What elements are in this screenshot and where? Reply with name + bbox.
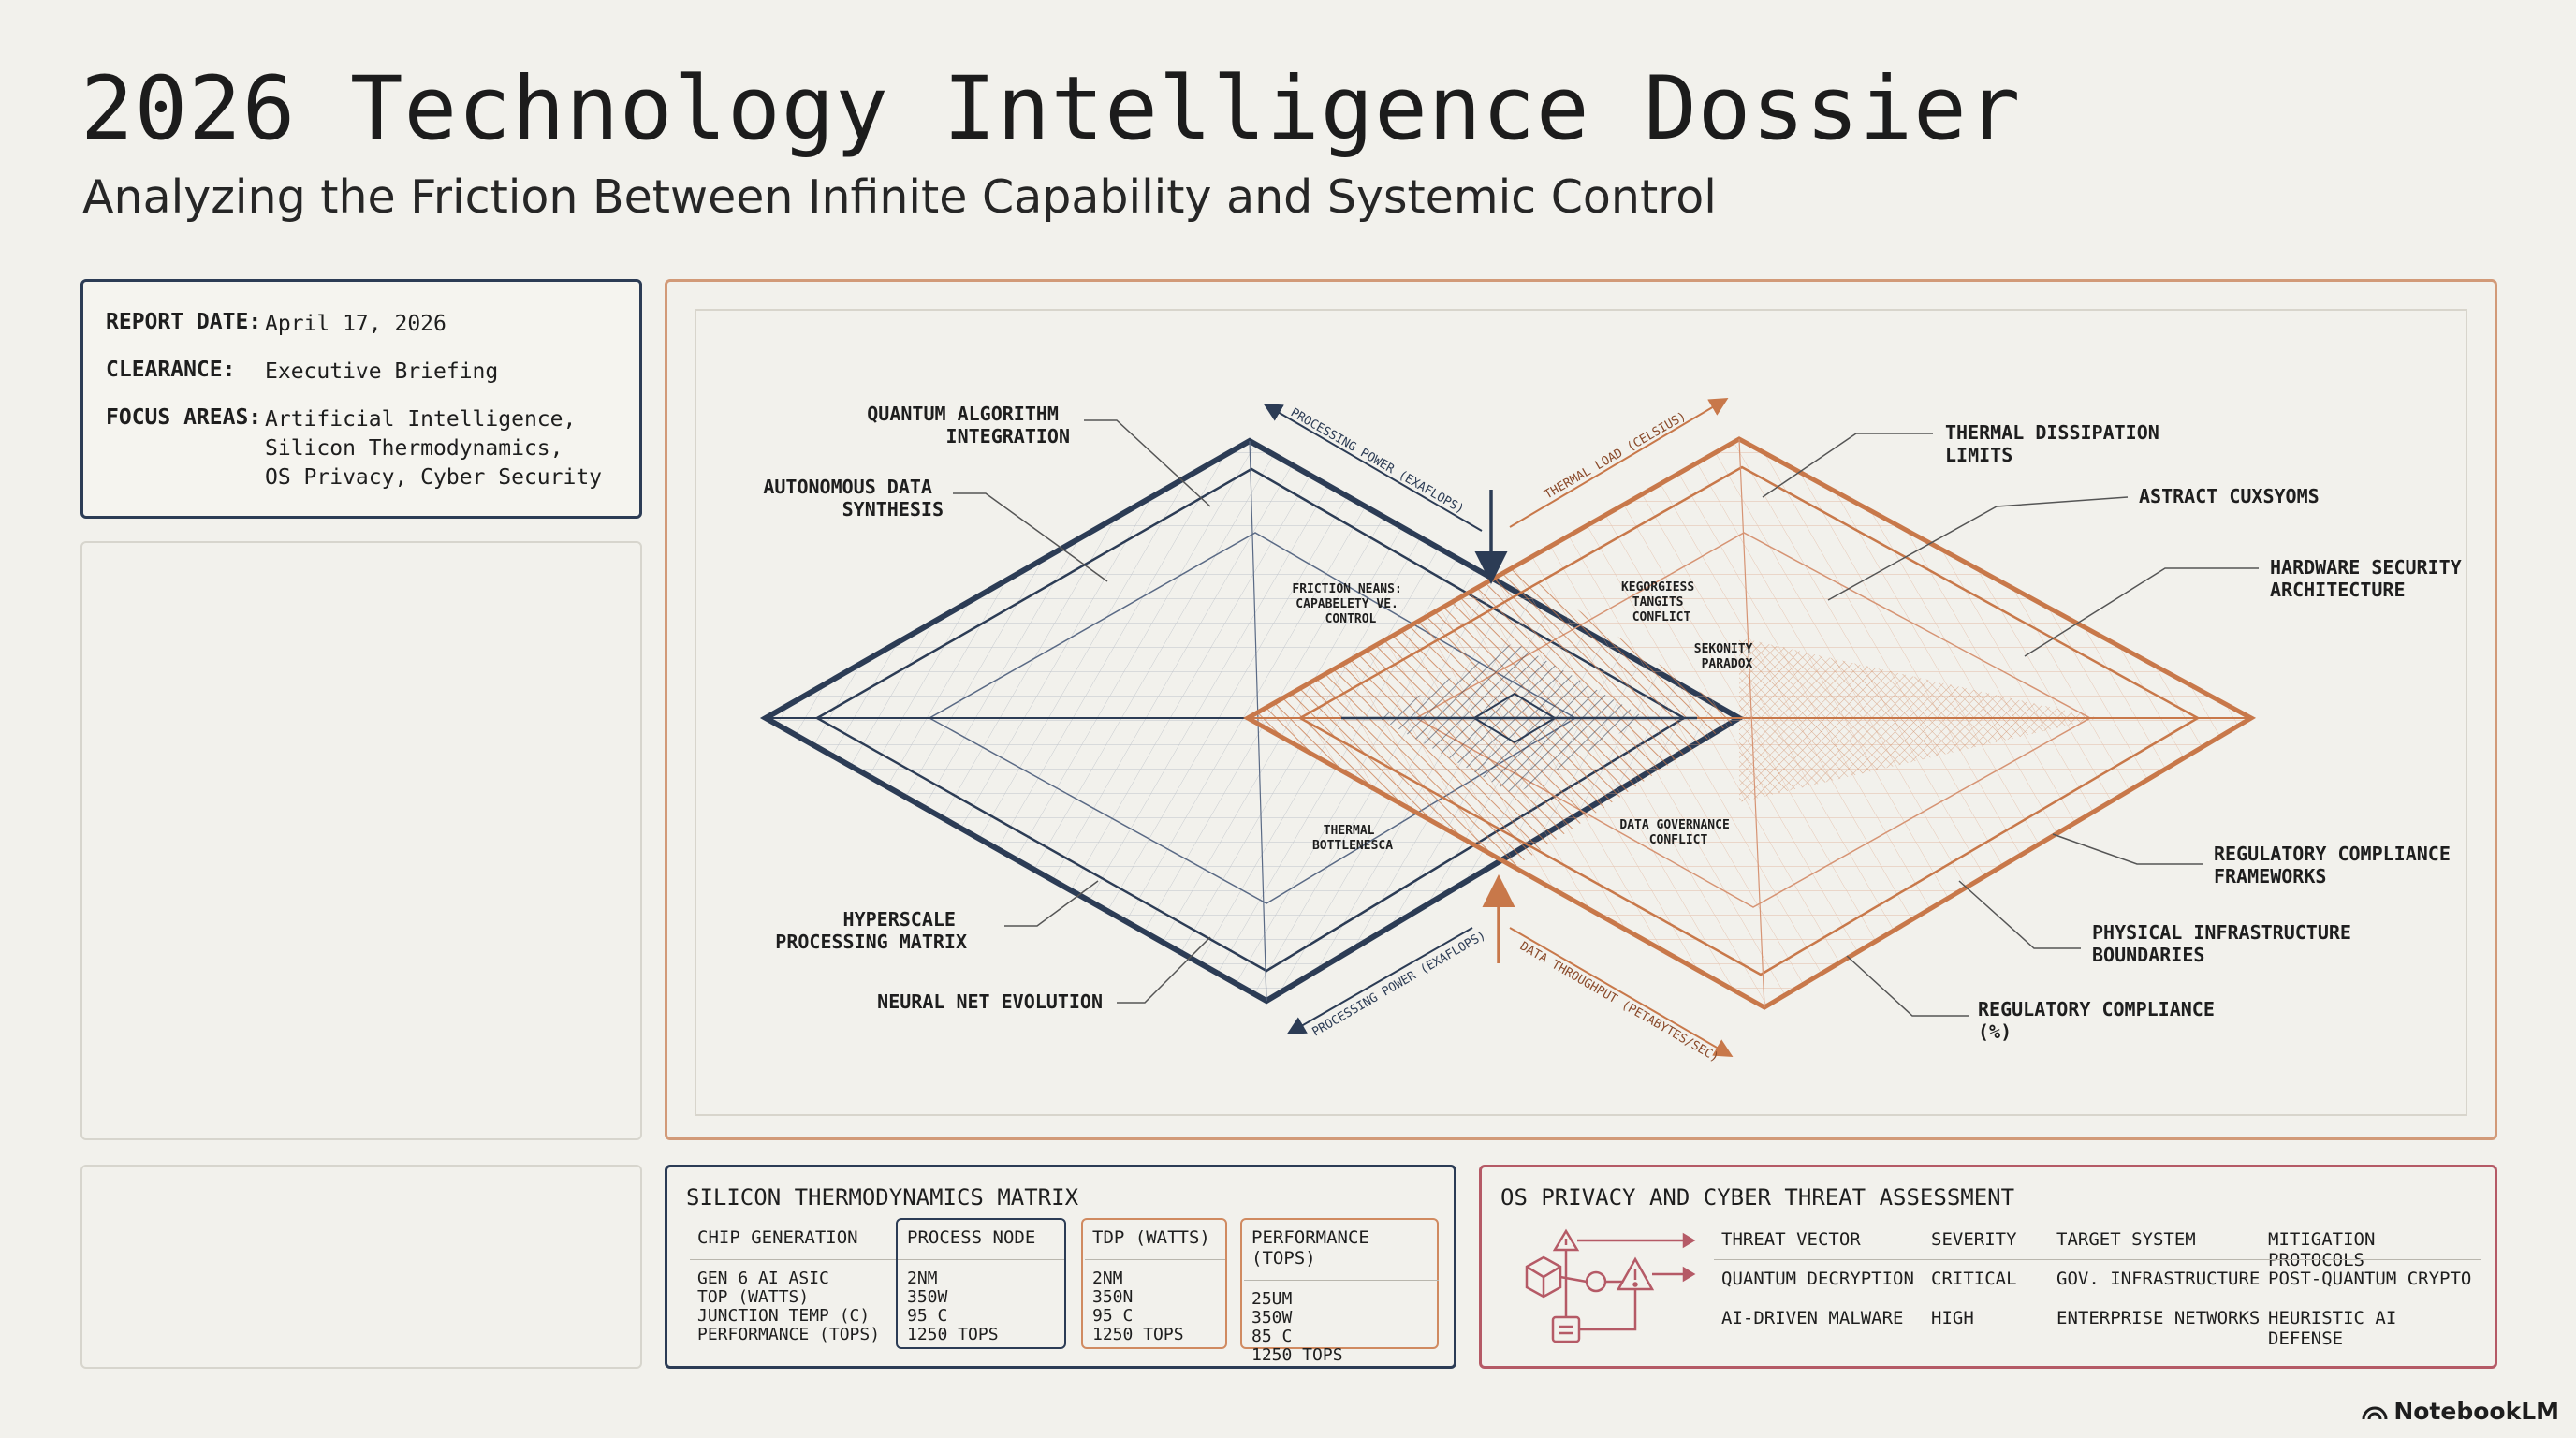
threat-col-header: SEVERITY: [1931, 1229, 2017, 1250]
thermo-cell: 95 C: [1092, 1306, 1134, 1326]
friction-diagram: PROCESSING POWER (EXAFLOPS) THERMAL LOAD…: [695, 309, 2473, 1116]
thermo-cell: 350W: [907, 1287, 948, 1307]
thermo-cell: 85 C: [1251, 1327, 1293, 1346]
notebooklm-brand: NotebookLM: [2362, 1398, 2559, 1425]
clearance-label: CLEARANCE:: [106, 358, 236, 382]
friction-overlap-zone: [1248, 567, 1739, 867]
focus-areas-label: FOCUS AREAS:: [106, 405, 262, 430]
thermo-cell: PERFORMANCE (TOPS): [697, 1325, 881, 1344]
label-thermal-bottleneck: THERMAL BOTTLENESCA: [1312, 824, 1393, 853]
threat-network-icon: [1525, 1228, 1696, 1343]
threat-cell: HIGH: [1931, 1308, 1974, 1328]
report-date-label: REPORT DATE:: [106, 310, 262, 334]
threat-col-header: THREAT VECTOR: [1721, 1229, 1861, 1250]
thermo-column-header: PERFORMANCE (TOPS): [1251, 1227, 1369, 1269]
label-physical-infrastructure: PHYSICAL INFRASTRUCTURE BOUNDARIES: [2092, 921, 2363, 966]
focus-area-item: OS Privacy, Cyber Security: [265, 465, 603, 490]
page-title: 2026 Technology Intelligence Dossier: [80, 58, 2022, 160]
threat-cell: POST-QUANTUM CRYPTO: [2268, 1269, 2472, 1289]
threat-title: OS PRIVACY AND CYBER THREAT ASSESSMENT: [1500, 1184, 2015, 1211]
thermo-cell: 350W: [1251, 1308, 1293, 1328]
thermo-column-box: [1081, 1218, 1227, 1349]
thermo-column-box: [1240, 1218, 1439, 1349]
report-date-row: REPORT DATE: April 17, 2026: [106, 310, 446, 339]
thermo-cell: 2NM: [907, 1269, 938, 1288]
threat-col-header: MITIGATION PROTOCOLS: [2268, 1229, 2376, 1270]
thermo-column-header: CHIP GENERATION: [697, 1227, 858, 1248]
inner-frame: [695, 309, 2467, 1116]
label-friction-means: FRICTION NEANS: CAPABELETY VE. CONTROL: [1292, 582, 1409, 626]
threat-col-header: TARGET SYSTEM: [2056, 1229, 2196, 1250]
thermo-cell: TOP (WATTS): [697, 1287, 810, 1307]
page-subtitle: Analyzing the Friction Between Infinite …: [82, 170, 1717, 224]
label-sekonity-paradox: SEKONITY PARADOX: [1694, 642, 1760, 671]
label-astract: ASTRACT CUXSYOMS: [2139, 485, 2320, 507]
report-date-value: April 17, 2026: [265, 312, 446, 336]
threat-cell: GOV. INFRASTRUCTURE: [2056, 1269, 2261, 1289]
report-info-panel: REPORT DATE: April 17, 2026 CLEARANCE: E…: [80, 279, 642, 519]
label-kegorgiess: KEGORGIESS TANGITS CONFLICT: [1621, 580, 1702, 624]
thermo-cell: 350N: [1092, 1287, 1134, 1307]
label-hardware-security: HARDWARE SECURITY ARCHITECTURE: [2270, 556, 2473, 601]
threat-header-row: THREAT VECTOR SEVERITY TARGET SYSTEM MIT…: [1721, 1229, 2481, 1270]
thermo-column: PERFORMANCE (TOPS) 25UM 350W 85 C 1250 T…: [1244, 1227, 1439, 1365]
thermo-cell: 2NM: [1092, 1269, 1123, 1288]
table-row: AI-DRIVEN MALWARE HIGH ENTERPRISE NETWOR…: [1721, 1308, 2481, 1349]
label-autonomous-data: AUTONOMOUS DATA SYNTHESIS: [763, 476, 944, 521]
silicon-thermodynamics-panel: SILICON THERMODYNAMICS MATRIX CHIP GENER…: [665, 1165, 1456, 1369]
thermo-cell: 1250 TOPS: [1092, 1325, 1184, 1344]
label-thermal-dissipation: THERMAL DISSIPATION LIMITS: [1945, 421, 2171, 466]
focus-area-item: Artificial Intelligence,: [265, 407, 577, 432]
empty-panel: [80, 541, 642, 1140]
thermo-title: SILICON THERMODYNAMICS MATRIX: [686, 1184, 1079, 1211]
friction-diagram-panel: PROCESSING POWER (EXAFLOPS) THERMAL LOAD…: [665, 279, 2497, 1140]
clearance-row: CLEARANCE: Executive Briefing: [106, 358, 498, 387]
thermo-column-box: [896, 1218, 1066, 1349]
threat-cell: AI-DRIVEN MALWARE: [1721, 1308, 1904, 1328]
threat-assessment-panel: OS PRIVACY AND CYBER THREAT ASSESSMENT T…: [1479, 1165, 2497, 1369]
threat-cell: ENTERPRISE NETWORKS: [2056, 1308, 2261, 1328]
label-quantum-algorithm: QUANTUM ALGORITHM INTEGRATION: [867, 403, 1070, 448]
thermo-cell: GEN 6 AI ASIC: [697, 1269, 829, 1288]
thermo-cell: 1250 TOPS: [907, 1325, 999, 1344]
notebooklm-logo-icon: [2362, 1406, 2388, 1419]
thermo-column-header: TDP (WATTS): [1092, 1227, 1210, 1248]
label-regulatory-percent: REGULATORY COMPLIANCE (%): [1978, 998, 2226, 1043]
label-neural-net: NEURAL NET EVOLUTION: [877, 990, 1103, 1013]
thermo-column: CHIP GENERATION GEN 6 AI ASIC TOP (WATTS…: [690, 1227, 901, 1344]
thermo-cell: JUNCTION TEMP (C): [697, 1306, 871, 1326]
thermo-cell: 25UM: [1251, 1289, 1293, 1309]
focus-areas-row: FOCUS AREAS: Artificial Intelligence, Si…: [106, 405, 602, 492]
thermo-cell: 1250 TOPS: [1251, 1345, 1343, 1365]
clearance-value: Executive Briefing: [265, 360, 499, 384]
thermo-column: PROCESS NODE 2NM 350W 95 C 1250 TOPS: [900, 1227, 1064, 1344]
threat-cell: QUANTUM DECRYPTION: [1721, 1269, 1914, 1289]
focus-area-item: Silicon Thermodynamics,: [265, 436, 564, 461]
threat-cell: CRITICAL: [1931, 1269, 2017, 1289]
label-regulatory-frameworks: REGULATORY COMPLIANCE FRAMEWORKS: [2214, 843, 2462, 888]
threat-cell: HEURISTIC AI DEFENSE: [2268, 1308, 2397, 1349]
table-row: QUANTUM DECRYPTION CRITICAL GOV. INFRAST…: [1721, 1269, 2481, 1289]
label-data-governance: DATA GOVERNANCE CONFLICT: [1619, 818, 1736, 847]
thermo-column: TDP (WATTS) 2NM 350N 95 C 1250 TOPS: [1085, 1227, 1225, 1344]
empty-panel: [80, 1165, 642, 1369]
thermo-cell: 95 C: [907, 1306, 948, 1326]
thermo-column-header: PROCESS NODE: [907, 1227, 1036, 1248]
label-hyperscale: HYPERSCALE PROCESSING MATRIX: [775, 908, 967, 953]
brand-name: NotebookLM: [2393, 1398, 2559, 1425]
